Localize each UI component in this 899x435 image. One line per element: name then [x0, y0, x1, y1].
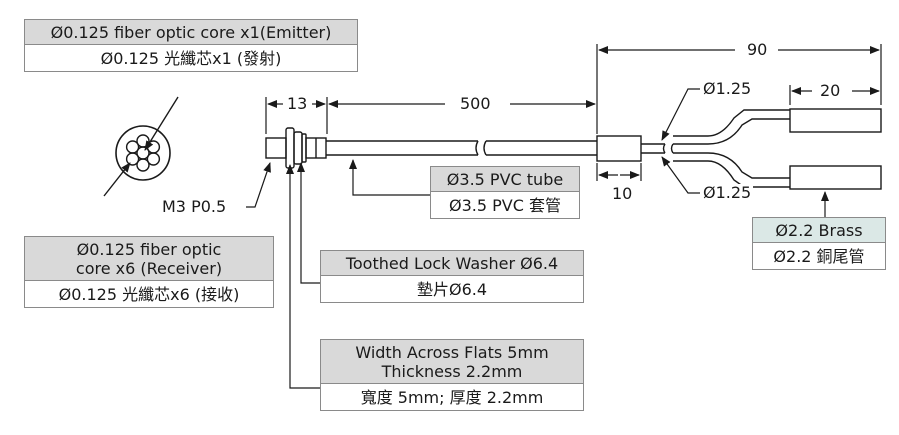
callout-washer: Toothed Lock Washer Ø6.4 墊片Ø6.4 [320, 250, 584, 303]
callout-pvc: Ø3.5 PVC tube Ø3.5 PVC 套管 [430, 166, 580, 219]
dia-label-top: Ø1.25 [701, 79, 754, 98]
callout-emitter-subtitle: Ø0.125 光纖芯x1 (發射) [100, 49, 282, 68]
dim-label-90: 90 [745, 40, 770, 59]
callout-nut: Width Across Flats 5mm Thickness 2.2mm 寬… [320, 339, 584, 411]
callout-receiver-title-line1: Ø0.125 fiber optic [76, 240, 222, 259]
callout-nut-subtitle: 寬度 5mm; 厚度 2.2mm [360, 388, 544, 407]
callout-receiver-title-line2: core x6 (Receiver) [75, 259, 223, 278]
callout-receiver: Ø0.125 fiber optic core x6 (Receiver) Ø0… [24, 236, 274, 308]
pvc-cable [326, 140, 597, 156]
dim-label-10: 10 [610, 184, 635, 203]
nut-leader [286, 164, 320, 389]
dim-label-500: 500 [458, 94, 493, 113]
dim-500 [328, 97, 598, 134]
dim-13 [265, 97, 328, 134]
thread-spec-label: M3 P0.5 [160, 197, 229, 216]
callout-nut-title: Width Across Flats 5mm Thickness 2.2mm [321, 340, 583, 384]
callout-washer-title: Toothed Lock Washer Ø6.4 [321, 251, 583, 276]
callout-emitter: Ø0.125 fiber optic core x1(Emitter) Ø0.1… [24, 19, 358, 72]
callout-brass: Ø2.2 Brass Ø2.2 銅尾管 [752, 217, 886, 270]
callout-emitter-title: Ø0.125 fiber optic core x1(Emitter) [25, 20, 357, 45]
dim-10 [596, 163, 642, 181]
brass-tips [789, 108, 882, 190]
callout-nut-title-line1: Width Across Flats 5mm [355, 343, 549, 362]
callout-washer-subtitle: 墊片Ø6.4 [416, 280, 488, 299]
dim-20 [789, 85, 880, 105]
threaded-probe [265, 127, 327, 169]
callout-receiver-subtitle: Ø0.125 光纖芯x6 (接收) [58, 285, 240, 304]
callout-brass-subtitle: Ø2.2 銅尾管 [773, 247, 865, 266]
washer-leader [297, 162, 320, 284]
dim-label-13: 13 [285, 94, 310, 113]
callout-nut-title-line2: Thickness 2.2mm [381, 362, 523, 381]
callout-pvc-title: Ø3.5 PVC tube [431, 167, 579, 192]
callout-brass-title: Ø2.2 Brass [753, 218, 885, 243]
fiber-cross-section [103, 96, 179, 197]
dia-label-bottom: Ø1.25 [701, 183, 754, 202]
callout-pvc-subtitle: Ø3.5 PVC 套管 [449, 196, 561, 215]
dim-90 [596, 44, 882, 105]
splitter [596, 109, 790, 188]
dim-label-20: 20 [818, 81, 843, 100]
pvc-leader [349, 159, 430, 196]
m3-leader [246, 162, 271, 208]
dia-leaders [661, 88, 700, 194]
callout-receiver-title: Ø0.125 fiber optic core x6 (Receiver) [25, 237, 273, 281]
